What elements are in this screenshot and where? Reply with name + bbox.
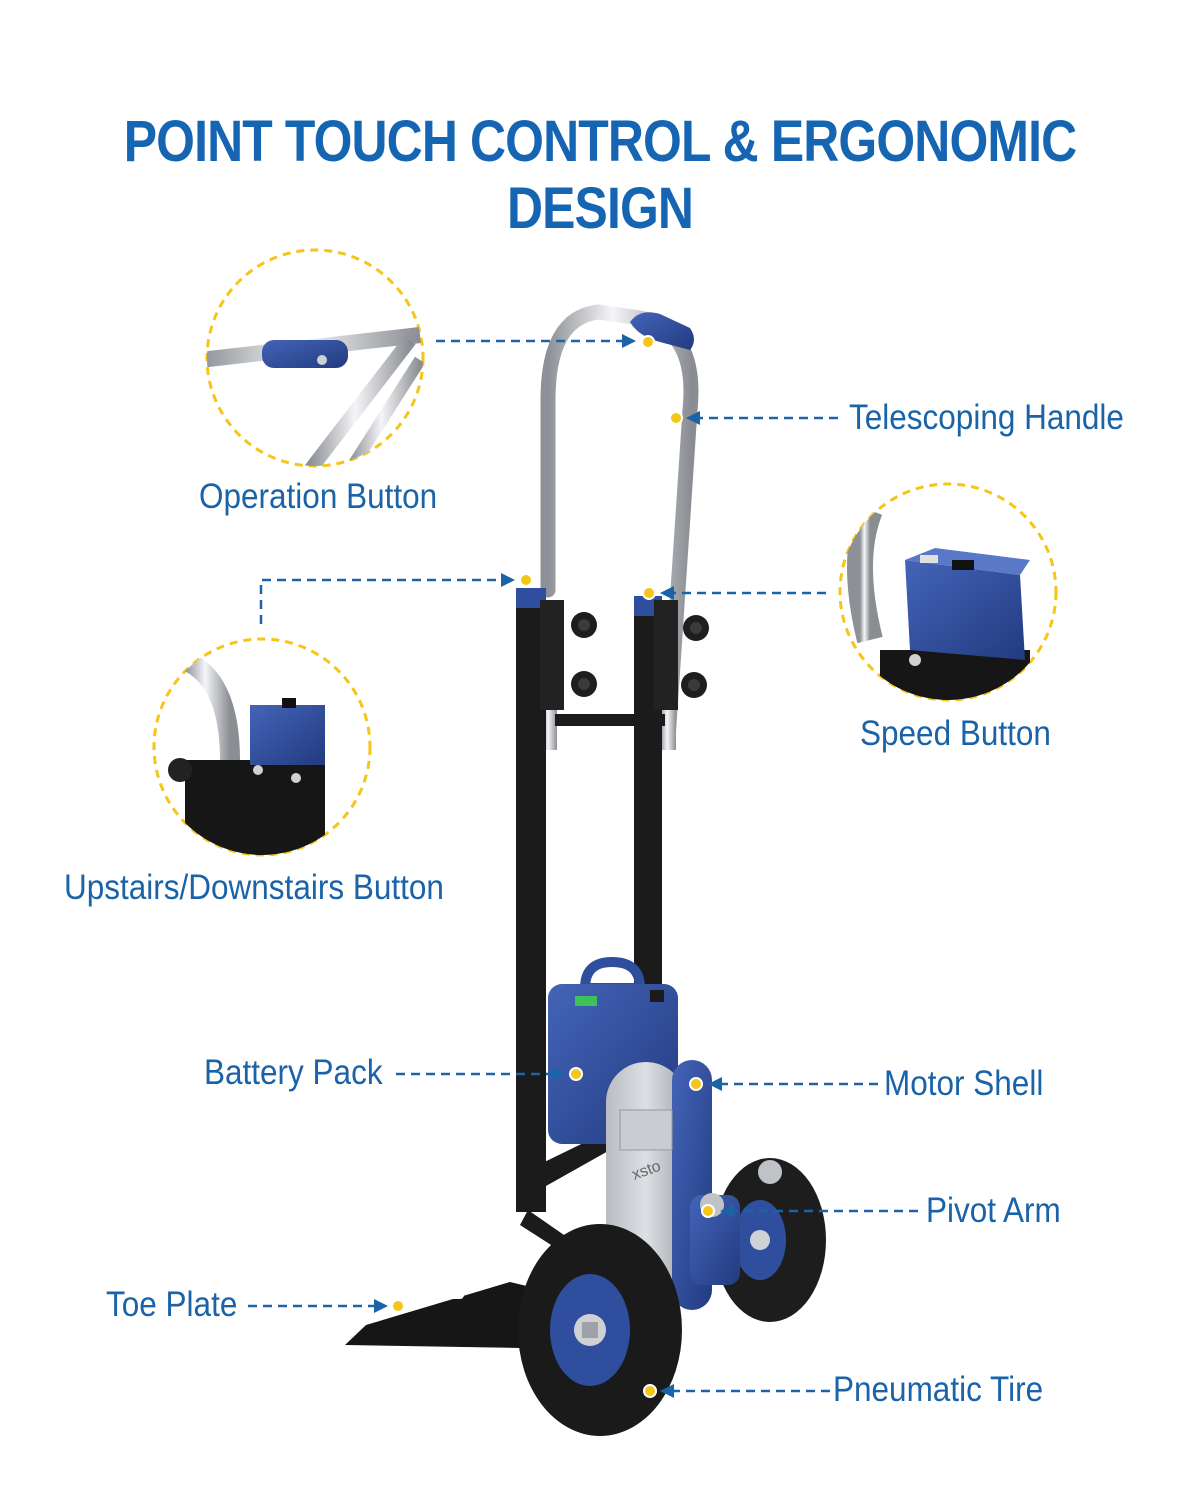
page-title: POINT TOUCH CONTROL & ERGONOMIC DESIGN <box>123 109 1077 241</box>
label-pivot-arm: Pivot Arm <box>926 1191 1061 1230</box>
label-motor-shell: Motor Shell <box>884 1064 1044 1103</box>
label-toe-plate: Toe Plate <box>106 1285 238 1324</box>
label-telescoping-handle: Telescoping Handle <box>849 398 1124 437</box>
hand-truck: xsto <box>345 304 826 1436</box>
handle-grip <box>630 312 694 350</box>
label-pneumatic-tire: Pneumatic Tire <box>833 1370 1044 1409</box>
label-speed-button: Speed Button <box>860 714 1051 753</box>
inset-speed-button <box>838 482 1058 702</box>
front-wheel <box>518 1224 682 1436</box>
callout-lines <box>248 339 918 1393</box>
marker-dots <box>391 335 715 1398</box>
inset-operation-button <box>205 248 425 468</box>
label-updown-button: Upstairs/Downstairs Button <box>64 868 444 907</box>
label-battery-pack: Battery Pack <box>204 1053 383 1092</box>
handle-tube <box>540 304 699 748</box>
inset-updown-button <box>152 637 372 857</box>
callout-arrowheads <box>374 334 734 1398</box>
rear-wheel <box>714 1158 826 1322</box>
label-operation-button: Operation Button <box>199 477 438 516</box>
